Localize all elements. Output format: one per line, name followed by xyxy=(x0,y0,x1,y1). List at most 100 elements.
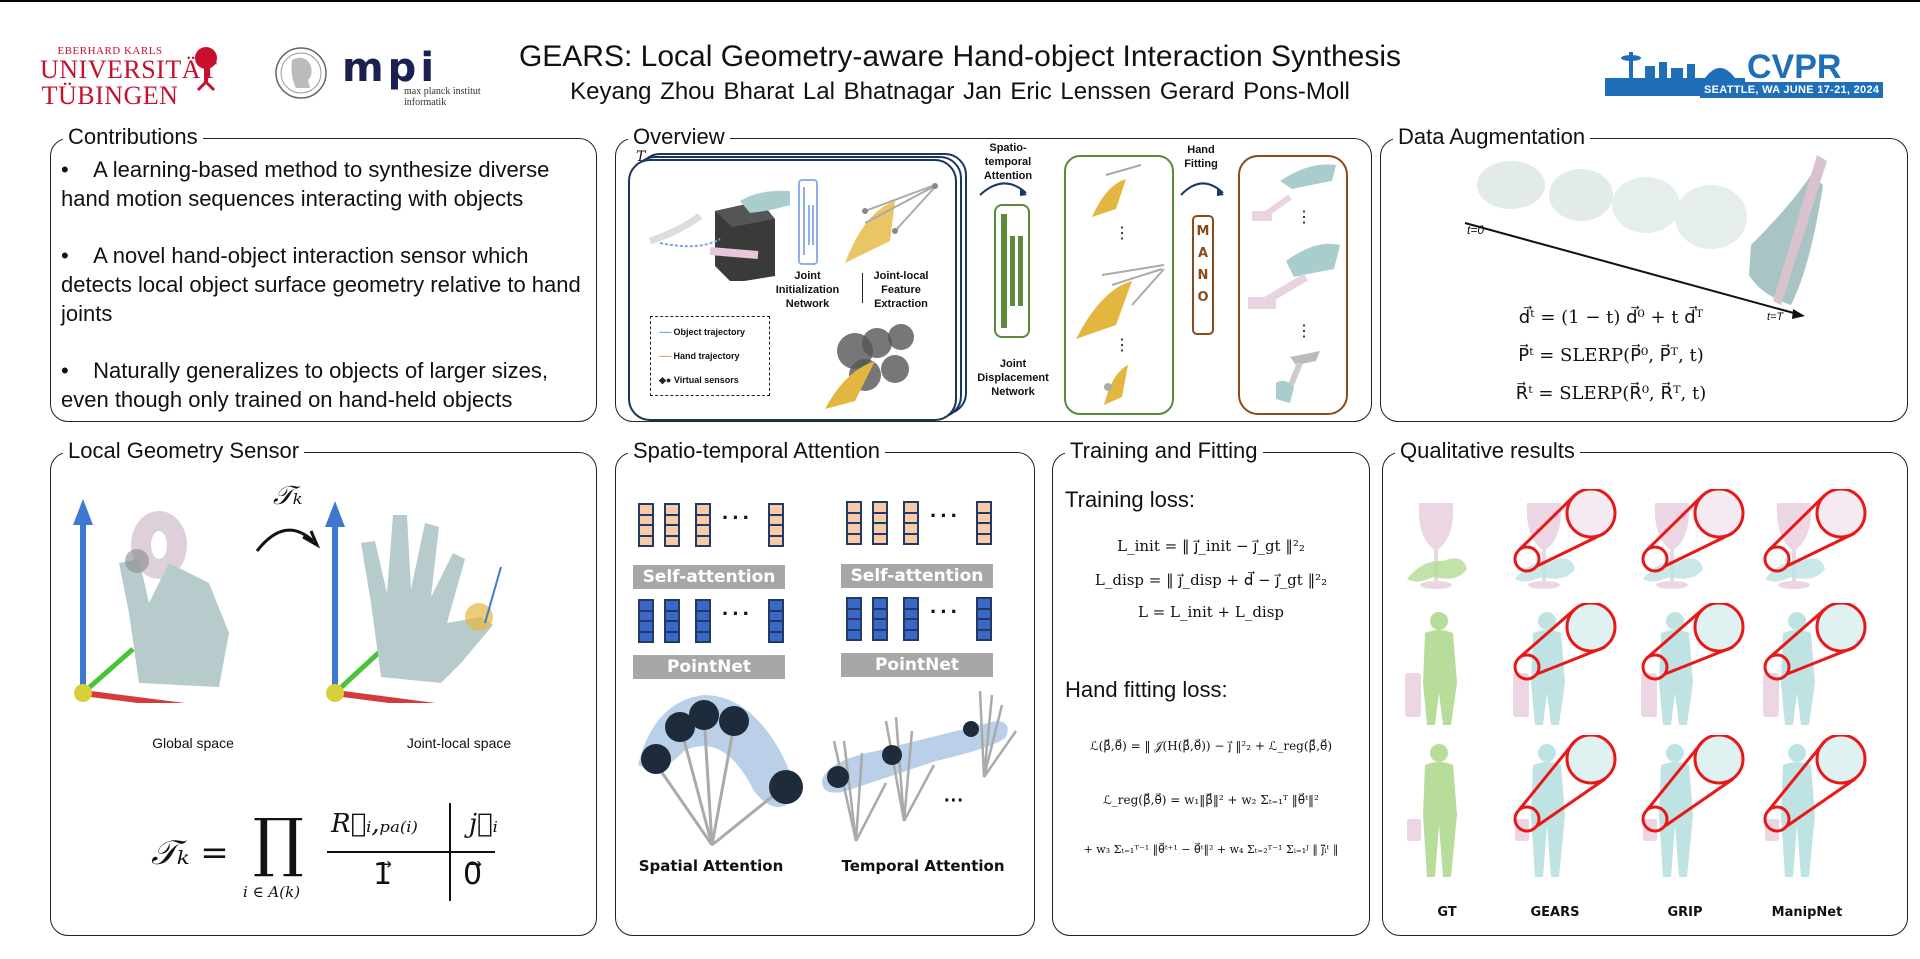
self-attention-block-right: Self-attention xyxy=(841,564,993,588)
ellipsis: ··· xyxy=(722,505,753,530)
eq-lhs: 𝒯ₖ = xyxy=(151,833,229,873)
top-border xyxy=(0,0,1920,2)
token-column xyxy=(846,501,862,545)
mano-box: MANO xyxy=(1192,215,1214,335)
joint-local-space-label: Joint-local space xyxy=(406,735,512,751)
ellipsis: ⋮ xyxy=(1296,323,1312,340)
stack-label: T xyxy=(636,149,646,165)
token-column xyxy=(846,597,862,641)
contribution-item: • Naturally generalizes to objects of la… xyxy=(61,356,590,414)
ellipsis: ··· xyxy=(930,503,961,528)
column-label-gears: GEARS xyxy=(1530,905,1580,920)
minerva-logo-icon xyxy=(275,47,327,99)
panel-title: Data Augmentation xyxy=(1393,123,1591,151)
tuebingen-line2: UNIVERSITÄT xyxy=(40,55,218,84)
self-attention-block-left: Self-attention xyxy=(633,565,785,589)
overview-panel: Overview Joint Initialization Network Jo… xyxy=(615,123,1372,422)
token-column xyxy=(903,597,919,641)
contribution-text: A novel hand-object interaction sensor w… xyxy=(61,243,581,326)
t-start-label: t=0 xyxy=(1467,223,1485,237)
data-augmentation-panel: Data Augmentation t=0 t=T d⃗ᵗ = (1 − t) … xyxy=(1380,123,1908,422)
mpi-line1: max planck institut xyxy=(404,86,481,97)
legend-virtual-sensors: ◆● Virtual sensors xyxy=(659,375,739,385)
tuebingen-logo: EBERHARD KARLS UNIVERSITÄT TÜBINGEN xyxy=(40,45,218,110)
ellipsis: ··· xyxy=(930,599,961,624)
eq-vline xyxy=(449,803,451,901)
temporal-attention-label: Temporal Attention xyxy=(841,857,1005,875)
token-column xyxy=(976,501,992,545)
mpi-logo: mpi max planck institut informatik xyxy=(342,45,492,108)
interp-eq-d: d⃗ᵗ = (1 − t) d⃗⁰ + t d⃗ᵀ xyxy=(1518,307,1704,328)
down-arrow-icon xyxy=(862,273,863,303)
token-column xyxy=(664,599,680,643)
poster-authors: Keyang Zhou Bharat Lal Bhatnagar Jan Eri… xyxy=(570,78,1350,105)
training-loss-heading: Training loss: xyxy=(1065,487,1196,512)
legend-hand-trajectory: ------ Hand trajectory xyxy=(659,351,740,361)
token-column xyxy=(872,501,888,545)
pointcloud-icon xyxy=(1092,164,1142,217)
token-column xyxy=(903,501,919,545)
contributions-panel: Contributions • A learning-based method … xyxy=(50,123,597,422)
panel-title: Contributions xyxy=(63,123,203,151)
eq-rotation: R⃗ᵢ,ₚₐ₍ᵢ₎ xyxy=(331,809,418,839)
eq-product-subscript: i ∈ A(k) xyxy=(243,883,301,901)
mpi-mark: mpi xyxy=(342,45,439,91)
ellipsis: ⋮ xyxy=(1114,225,1130,242)
global-space-label: Global space xyxy=(152,735,234,751)
panel-title: Local Geometry Sensor xyxy=(63,437,305,465)
contribution-text: A learning-based method to synthesize di… xyxy=(61,157,550,211)
result-manipnet-2 xyxy=(1763,603,1867,725)
overview-legend: ------ Object trajectory ------ Hand tra… xyxy=(650,316,770,396)
spatial-attention-diagram-icon xyxy=(638,695,803,847)
result-gears-2 xyxy=(1513,603,1617,725)
token-column xyxy=(664,503,680,547)
result-gears-3 xyxy=(1513,735,1617,877)
spatial-attention-label: Spatial Attention xyxy=(638,857,784,875)
contribution-item: • A learning-based method to synthesize … xyxy=(61,155,590,213)
result-gt-3 xyxy=(1407,744,1457,877)
tuebingen-line1: EBERHARD KARLS xyxy=(57,45,163,57)
contribution-text: Naturally generalizes to objects of larg… xyxy=(61,358,549,412)
eq-product: ∏ xyxy=(253,806,304,880)
poster-title: GEARS: Local Geometry-aware Hand-object … xyxy=(518,40,1402,73)
token-column xyxy=(768,503,784,547)
hand-interpolation-illustration-icon xyxy=(1464,155,1827,319)
panel-title: Qualitative results xyxy=(1395,437,1580,465)
pointnet-block-left: PointNet xyxy=(633,655,785,679)
tuebingen-tree-icon xyxy=(195,47,217,92)
pointnet-block-right: PointNet xyxy=(841,653,993,677)
hand-skeleton-pointcloud-icon xyxy=(845,183,938,263)
eq-zero: 0⃗ xyxy=(463,857,483,892)
pointcloud-small-icon xyxy=(1104,365,1128,405)
result-grip-2 xyxy=(1641,603,1745,725)
spatio-temporal-panel: Spatio-temporal Attention ············ S… xyxy=(615,437,1035,936)
eq-loss-total: L = L_init + L_disp xyxy=(1137,603,1285,621)
transform-equation: 𝒯ₖ = ∏ i ∈ A(k) R⃗ᵢ,ₚₐ₍ᵢ₎ j⃗ᵢ 1⃗ 0⃗ xyxy=(151,803,531,913)
ellipsis: ⋮ xyxy=(1296,209,1312,226)
cvpr-wordmark: CVPR xyxy=(1747,48,1842,86)
eq-reg-loss-1: ℒ_reg(β⃗,θ⃗) = w₁‖β⃗‖² + w₂ Σₜ₌₁ᵀ ‖θ⃗ᵗ‖² xyxy=(1103,793,1319,807)
panel-title: Overview xyxy=(628,123,730,151)
fitted-hands-column: ⋮ ⋮ xyxy=(1238,155,1348,415)
eq-hline xyxy=(327,851,495,853)
contribution-item: • A novel hand-object interaction sensor… xyxy=(61,241,590,328)
token-column xyxy=(976,597,992,641)
local-geometry-panel: Local Geometry Sensor Global space 𝒯ₖ Jo… xyxy=(50,437,597,936)
training-fitting-panel: Training and Fitting Training loss: L_in… xyxy=(1052,437,1370,936)
contributions-list: • A learning-based method to synthesize … xyxy=(61,155,590,442)
spatio-temporal-label: Spatio-temporal Attention xyxy=(983,142,1033,182)
hand-hammer-icon xyxy=(1276,351,1320,403)
result-manipnet-3 xyxy=(1763,735,1867,877)
tuebingen-line3: TÜBINGEN xyxy=(41,81,179,110)
interp-eq-p: P⃗ᵗ = SLERP(P⃗⁰, P⃗ᵀ, t) xyxy=(1518,345,1704,366)
ellipsis: ⋮ xyxy=(1114,337,1130,354)
qualitative-panel: Qualitative results GT GEARS GRIP ManipN… xyxy=(1382,437,1908,936)
curved-arrow-icon xyxy=(1180,182,1224,196)
column-label-manipnet: ManipNet xyxy=(1771,905,1843,920)
ellipsis: ··· xyxy=(722,601,753,626)
eq-loss-disp: L_disp = ‖ j⃗_disp + d⃗ − j⃗_gt ‖²₂ xyxy=(1094,571,1328,589)
svg-text:···: ··· xyxy=(944,790,964,812)
result-grip-3 xyxy=(1641,735,1745,877)
result-manipnet-1 xyxy=(1763,489,1867,589)
bullet: • xyxy=(61,358,69,383)
